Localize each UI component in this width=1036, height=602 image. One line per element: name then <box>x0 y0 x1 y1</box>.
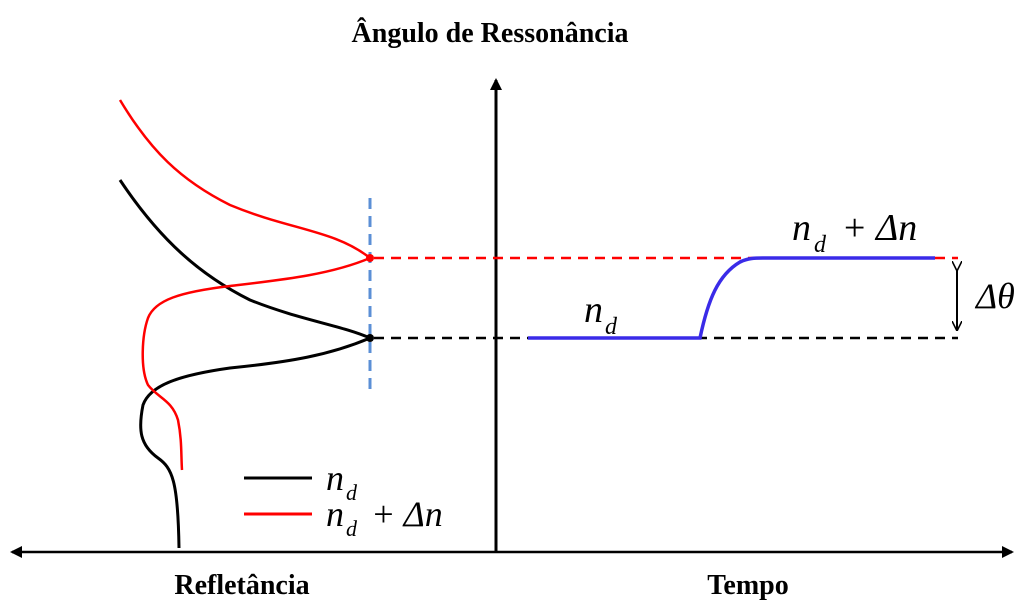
svg-text:+ Δn: + Δn <box>832 207 917 249</box>
time-trace <box>528 256 935 340</box>
plateau-high-label: n d + Δn <box>792 207 917 258</box>
legend-item-base: n d <box>244 458 358 505</box>
legend: n d n d + Δn <box>244 458 443 541</box>
resonance-min-shifted-dot <box>366 254 374 262</box>
diagram-title: Ângulo de Ressonância <box>352 18 629 49</box>
svg-text:d: d <box>346 516 358 541</box>
reflectance-curve-shifted <box>118 99 373 471</box>
svg-text:+ Δn: + Δn <box>362 494 443 534</box>
x-left-label: Refletância <box>174 570 309 601</box>
svg-text:n: n <box>326 494 344 534</box>
legend-item-shifted: n d + Δn <box>244 494 443 541</box>
svg-text:n: n <box>584 289 603 331</box>
svg-text:n: n <box>792 207 811 249</box>
x-right-label: Tempo <box>707 570 788 601</box>
svg-text:d: d <box>814 232 827 258</box>
reflectance-curve-base <box>118 179 374 549</box>
plateau-low-label: n d <box>584 289 618 340</box>
svg-text:n: n <box>326 458 344 498</box>
svg-text:d: d <box>605 314 618 340</box>
resonance-min-base-dot <box>366 334 374 342</box>
shift-label: Δθ <box>974 276 1015 316</box>
svg-text:d: d <box>346 480 358 505</box>
